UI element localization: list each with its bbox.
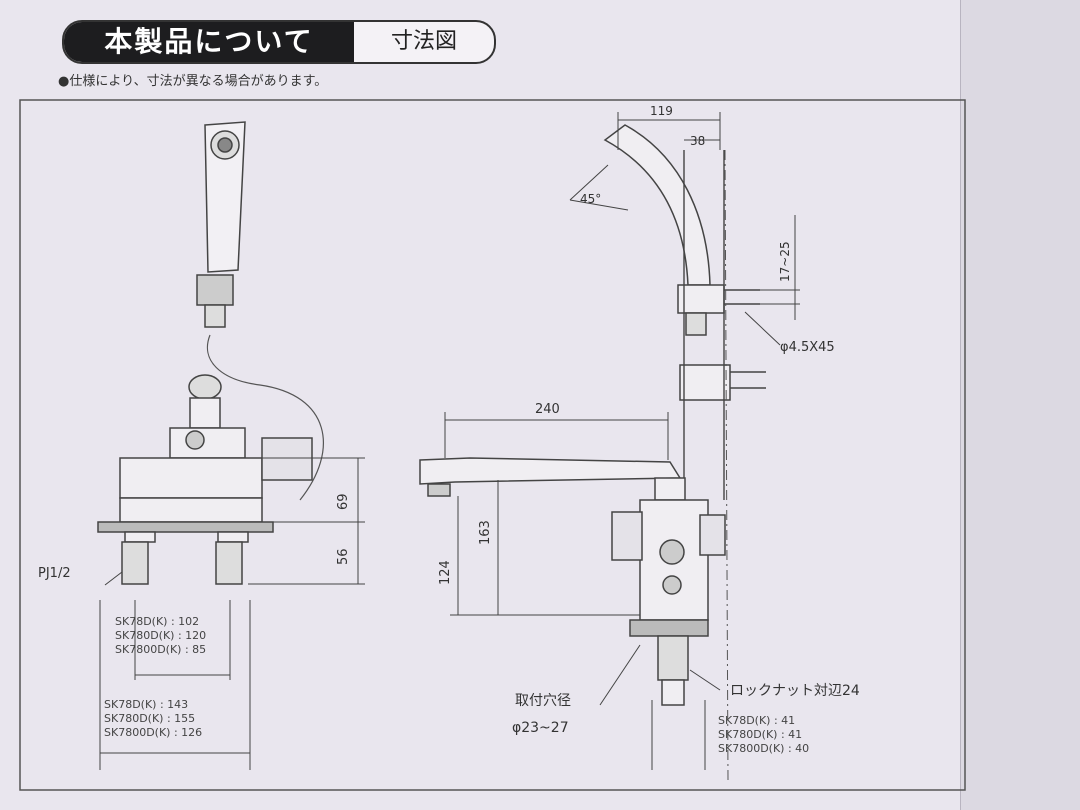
dim-17-25: 17~25 bbox=[778, 241, 792, 282]
angle-label: 45° bbox=[580, 192, 602, 206]
inner-spacing-specs: SK78D(K) : 102 SK780D(K) : 120 SK7800D(K… bbox=[115, 615, 206, 657]
title-main: 本製品について bbox=[64, 22, 354, 62]
spec-row: SK780D(K) : 120 bbox=[115, 629, 207, 642]
spec-row: SK78D(K) : 143 bbox=[104, 698, 189, 711]
dim-119: 119 bbox=[650, 104, 673, 118]
left-dimension-lines bbox=[99, 457, 365, 770]
mixer-body-left bbox=[97, 374, 313, 585]
drawing-frame bbox=[19, 99, 966, 791]
spec-row: SK7800D(K) : 126 bbox=[104, 726, 203, 739]
wall-line bbox=[724, 149, 729, 781]
bottom-specs: SK78D(K) : 41 SK780D(K) : 41 SK7800D(K) … bbox=[718, 714, 809, 756]
spec-row: SK7800D(K) : 40 bbox=[718, 742, 810, 755]
mixer-body-right bbox=[611, 499, 726, 706]
outer-spacing-specs: SK78D(K) : 143 SK780D(K) : 155 SK7800D(K… bbox=[104, 698, 202, 740]
spec-row: SK780D(K) : 155 bbox=[104, 712, 196, 725]
locknut-label: ロックナット対辺24 bbox=[730, 683, 860, 699]
spec-note: ●仕様により、寸法が異なる場合があります。 bbox=[58, 74, 328, 89]
spec-row: SK7800D(K) : 85 bbox=[115, 643, 207, 656]
dim-163: 163 bbox=[478, 520, 493, 545]
screw-size: φ4.5X45 bbox=[780, 340, 835, 355]
right-dimension-lines bbox=[444, 112, 800, 770]
spec-row: SK78D(K) : 102 bbox=[115, 615, 200, 628]
dim-124: 124 bbox=[438, 560, 453, 585]
title-sub: 寸法図 bbox=[390, 29, 457, 54]
dim-38: 38 bbox=[690, 134, 706, 148]
thread-label: PJ1/2 bbox=[38, 566, 71, 581]
spec-row: SK780D(K) : 41 bbox=[718, 728, 803, 741]
spout bbox=[419, 457, 686, 501]
shower-handset bbox=[196, 121, 246, 328]
shower-arm bbox=[603, 124, 766, 401]
page-edge bbox=[960, 0, 1080, 810]
dim-240: 240 bbox=[535, 402, 560, 417]
hole-size: φ23~27 bbox=[512, 720, 569, 736]
section-title: 本製品について 寸法図 bbox=[62, 20, 496, 64]
hose-line bbox=[206, 334, 324, 501]
dim-69: 69 bbox=[336, 493, 351, 510]
spec-row: SK78D(K) : 41 bbox=[718, 714, 796, 727]
dim-56: 56 bbox=[336, 548, 351, 565]
hole-label: 取付穴径 bbox=[515, 693, 571, 709]
